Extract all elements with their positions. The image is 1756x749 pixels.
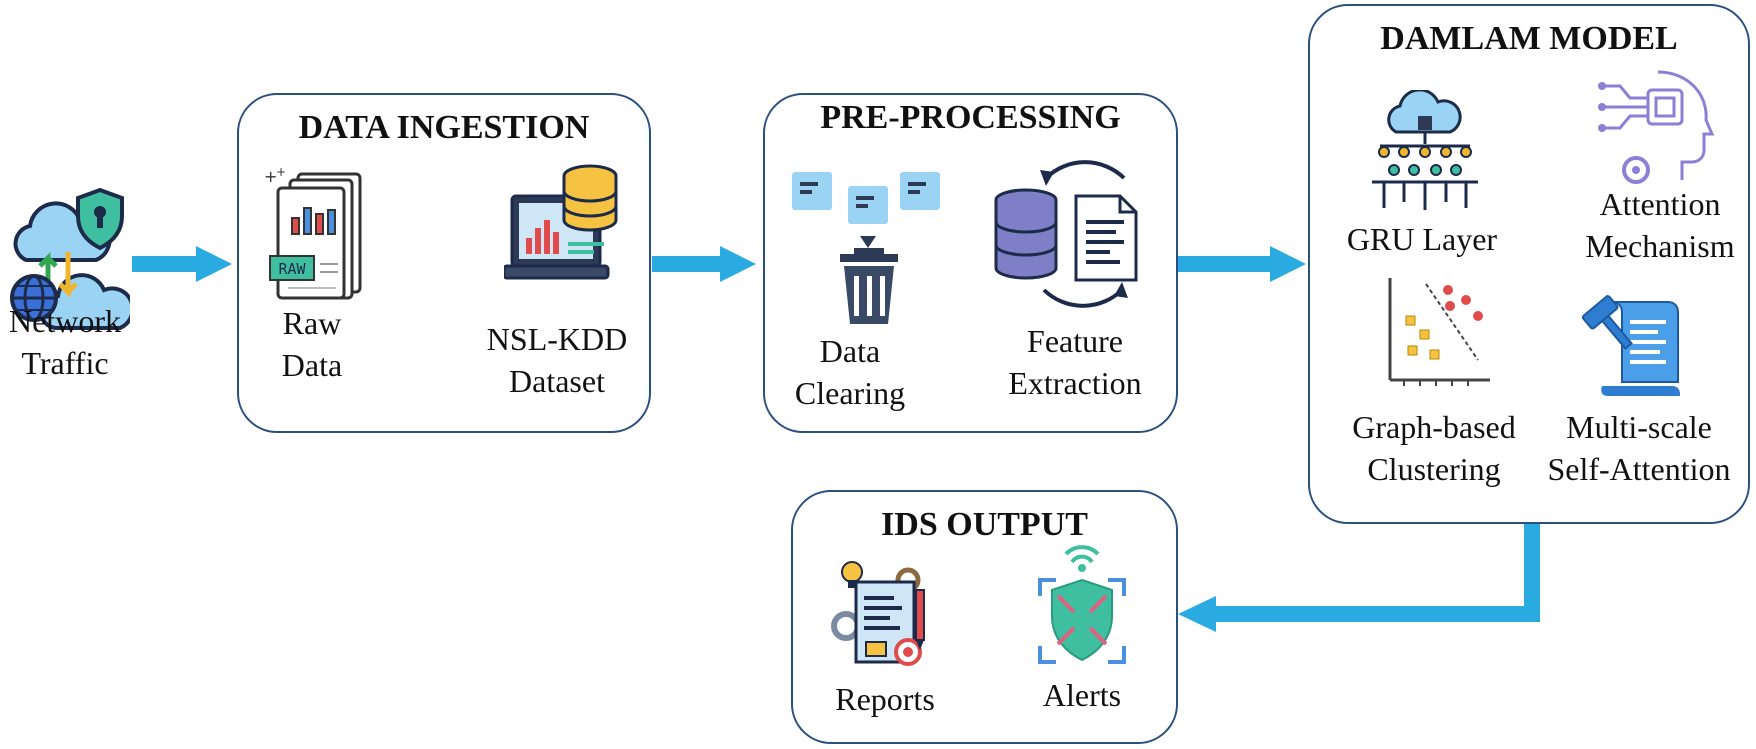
reports-icon xyxy=(830,556,934,676)
pre-processing-title: PRE-PROCESSING xyxy=(820,99,1121,136)
svg-text:+: + xyxy=(264,168,277,186)
svg-text:+: + xyxy=(276,168,286,179)
gru-layer-label: GRU Layer xyxy=(1346,221,1498,257)
feature-extraction-label: Feature Extraction xyxy=(1008,323,1142,401)
graph-clustering-label: Graph-based Clustering xyxy=(1352,409,1516,487)
graph-clustering-icon xyxy=(1386,276,1492,388)
ids-output-title: IDS OUTPUT xyxy=(881,506,1088,543)
alerts-label: Alerts xyxy=(1042,677,1122,713)
raw-data-icon: + + RAW xyxy=(264,165,368,300)
alerts-icon xyxy=(1036,540,1128,672)
multi-scale-attention-label: Multi-scale Self-Attention xyxy=(1547,409,1731,487)
feature-extraction-icon xyxy=(994,150,1144,320)
arrow-ingestion-to-preprocessing xyxy=(652,246,756,282)
damlam-model-title: DAMLAM MODEL xyxy=(1380,20,1678,57)
gru-layer-icon xyxy=(1370,88,1480,220)
raw-data-label: Raw Data xyxy=(281,305,343,383)
arrow-model-to-output xyxy=(1178,522,1540,632)
attention-mechanism-icon xyxy=(1592,66,1715,186)
arrow-traffic-to-ingestion xyxy=(132,246,232,282)
attention-mechanism-label: Attention Mechanism xyxy=(1585,186,1735,264)
multi-scale-attention-icon xyxy=(1572,286,1682,404)
nsl-kdd-dataset-icon xyxy=(502,162,624,294)
data-cleaning-label: Data Clearing xyxy=(794,333,906,411)
data-ingestion-title: DATA INGESTION xyxy=(298,109,590,146)
arrow-preprocessing-to-model xyxy=(1178,246,1306,282)
raw-badge: RAW xyxy=(278,260,306,278)
network-traffic-label: Network Traffic xyxy=(9,303,121,381)
reports-label: Reports xyxy=(835,681,935,717)
nsl-kdd-dataset-label: NSL-KDD Dataset xyxy=(486,321,628,399)
network-traffic-icon xyxy=(8,182,135,332)
data-cleaning-icon xyxy=(790,168,940,328)
